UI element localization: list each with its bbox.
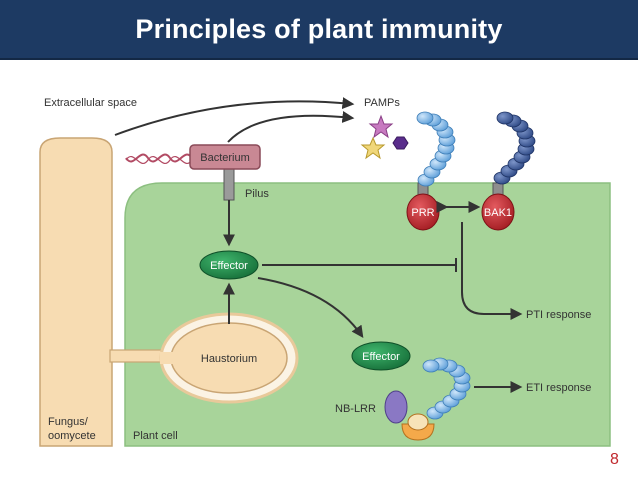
label-pti-response: PTI response <box>526 309 591 321</box>
label-fungus-line1: Fungus/ <box>48 416 89 428</box>
label-plant-cell: Plant cell <box>133 430 178 442</box>
slide-title: Principles of plant immunity <box>135 13 503 44</box>
pamp-star-yellow <box>360 136 386 160</box>
bacterium-flagellum-2 <box>125 156 193 164</box>
fungus-hypha <box>39 137 113 447</box>
nb-lrr-chain <box>422 357 471 420</box>
pamp-star-purple <box>368 114 394 139</box>
label-pamps: PAMPs <box>364 97 400 109</box>
effector-bottom <box>351 341 411 371</box>
effector-top <box>199 250 259 280</box>
receptor-to-pti-arrow <box>461 222 523 320</box>
bak1-lrr-chain <box>493 111 536 185</box>
bacterium-flagellum <box>125 153 193 163</box>
label-haustorium: Haustorium <box>201 353 257 365</box>
nb-lrr-purple-domain <box>384 390 408 424</box>
label-prr: PRR <box>411 207 434 219</box>
pamp-hexagon <box>392 136 409 150</box>
label-effector-bottom: Effector <box>362 351 400 363</box>
label-effector-top: Effector <box>210 260 248 272</box>
label-fungus-line2: oomycete <box>48 430 96 442</box>
effector-to-effector-arrow <box>257 277 364 338</box>
label-bacterium: Bacterium <box>200 152 250 164</box>
fungus-to-pamps-arrow <box>114 97 355 136</box>
nb-lrr-orange-domain <box>401 423 435 441</box>
nb-lrr-cream-domain <box>407 413 429 431</box>
label-extracellular-space: Extracellular space <box>44 97 137 109</box>
bak1-receptor <box>481 193 515 231</box>
title-bar: Principles of plant immunity <box>0 0 638 60</box>
label-pilus: Pilus <box>245 188 269 200</box>
pilus <box>223 167 235 201</box>
label-nb-lrr: NB-LRR <box>335 403 376 415</box>
bacterium-to-pamps-arrow <box>227 110 355 143</box>
slide-number: 8 <box>610 451 619 468</box>
label-bak1: BAK1 <box>484 207 512 219</box>
prr-lrr-chain <box>416 111 456 187</box>
bacterium <box>189 144 261 170</box>
haustorium-neck-join <box>160 352 180 364</box>
label-eti-response: ETI response <box>526 382 591 394</box>
